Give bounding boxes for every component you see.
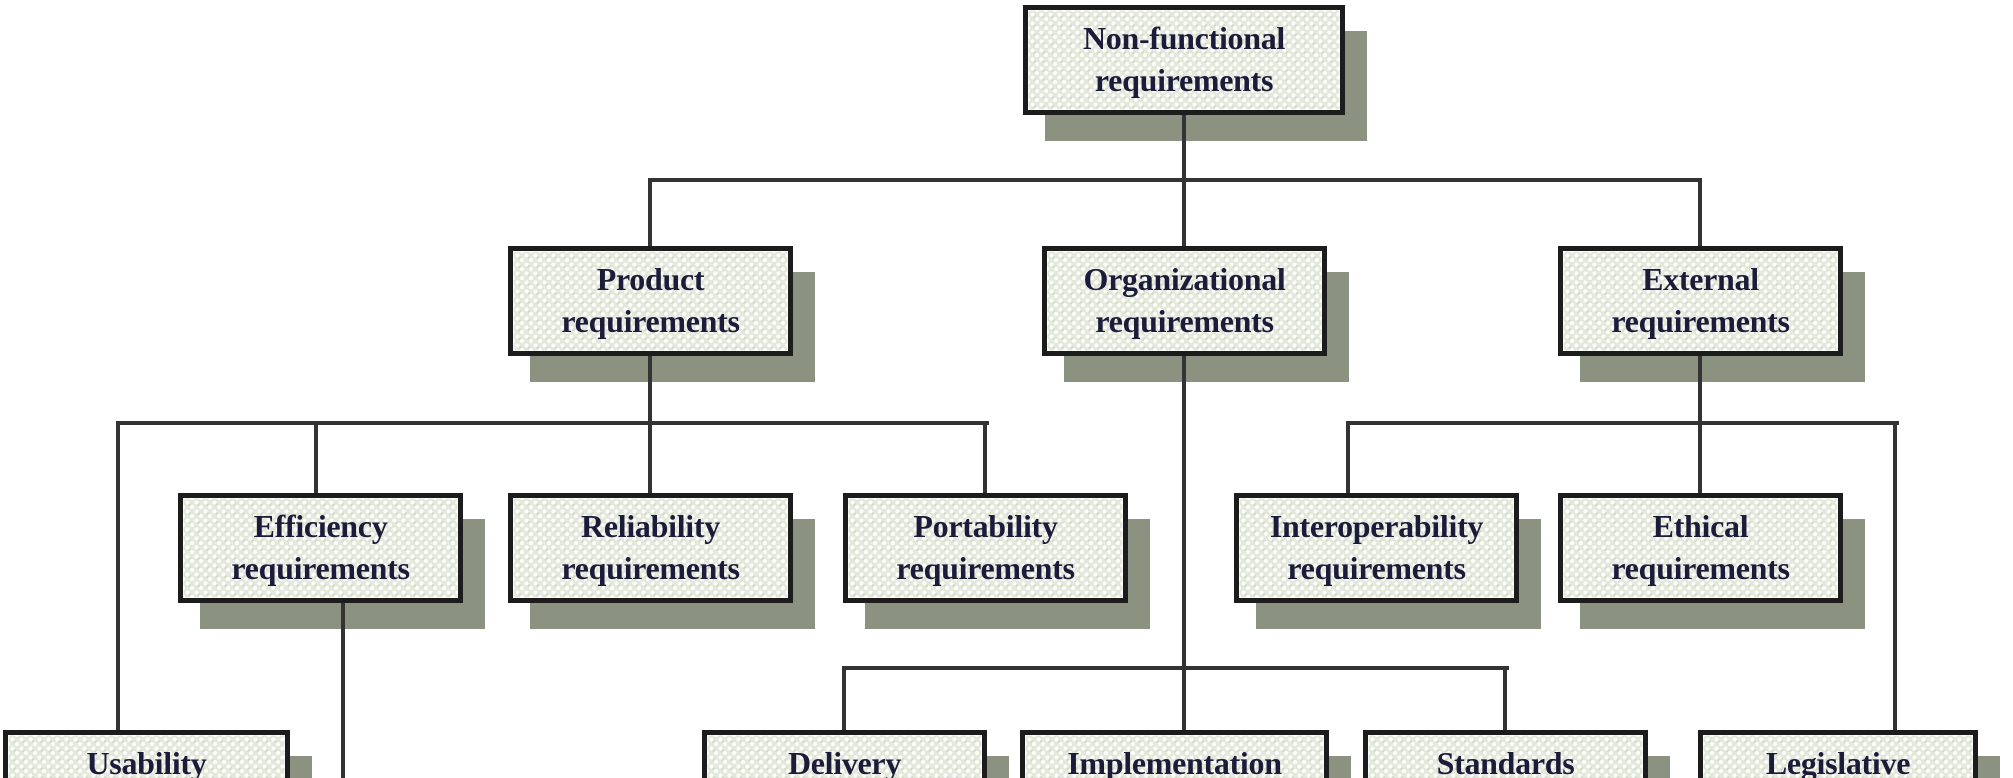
connector-drop-delivery — [842, 666, 846, 734]
node-label: Efficiency — [253, 508, 388, 544]
connector-drop-portability — [983, 421, 987, 497]
node-label: Ethical — [1652, 508, 1749, 544]
node-label: requirements — [231, 550, 410, 586]
connector-product-stem — [648, 356, 652, 425]
connector-drop-usability — [116, 421, 120, 732]
node-label: Legislative — [1765, 745, 1911, 778]
connector-root-stem — [1182, 115, 1186, 182]
connector-drop-reliability — [648, 421, 652, 497]
node-label: Reliability — [581, 508, 720, 544]
node-label: Standards — [1436, 745, 1575, 778]
node-organizational-requirements: Organizational requirements — [1042, 246, 1327, 356]
node-interoperability-requirements: Interoperability requirements — [1234, 493, 1519, 603]
connector-organizational-children-rail — [842, 666, 1509, 670]
node-non-functional-requirements: Non-functional requirements — [1023, 5, 1345, 115]
node-label: requirements — [561, 303, 740, 339]
node-label: Organizational — [1083, 261, 1286, 297]
node-product-requirements: Product requirements — [508, 246, 793, 356]
connector-drop-standards — [1503, 666, 1507, 734]
node-label: Non-functional — [1082, 20, 1286, 56]
node-label: requirements — [1095, 303, 1274, 339]
node-label: requirements — [1287, 550, 1466, 586]
connector-drop-legislative — [1893, 421, 1897, 732]
node-efficiency-requirements: Efficiency requirements — [178, 493, 463, 603]
connector-drop-organizational — [1182, 178, 1186, 250]
connector-product-children-rail — [116, 421, 989, 425]
node-ethical-requirements: Ethical requirements — [1558, 493, 1843, 603]
node-label: requirements — [1094, 62, 1274, 98]
node-reliability-requirements: Reliability requirements — [508, 493, 793, 603]
node-usability-requirements: Usability — [3, 730, 290, 778]
node-label: requirements — [896, 550, 1075, 586]
connector-external-stem — [1698, 356, 1702, 496]
node-legislative-requirements: Legislative — [1698, 730, 1978, 778]
node-external-requirements: External requirements — [1558, 246, 1843, 356]
connector-drop-efficiency — [314, 421, 318, 497]
node-label: Portability — [913, 508, 1058, 544]
node-label: Usability — [86, 745, 207, 778]
connector-efficiency-children-stem — [341, 600, 345, 778]
node-standards-requirements: Standards — [1363, 730, 1648, 778]
node-portability-requirements: Portability requirements — [843, 493, 1128, 603]
node-implementation-requirements: Implementation — [1020, 730, 1329, 778]
connector-drop-external — [1698, 178, 1702, 250]
node-label: External — [1642, 261, 1759, 297]
node-label: Delivery — [787, 745, 902, 778]
connector-drop-interoperability — [1346, 421, 1350, 497]
connector-drop-product — [648, 178, 652, 250]
connector-organizational-stem — [1182, 356, 1186, 734]
connector-external-children-rail — [1346, 421, 1899, 425]
node-label: Implementation — [1067, 745, 1282, 778]
node-label: requirements — [1611, 303, 1790, 339]
node-label: requirements — [1611, 550, 1790, 586]
node-delivery-requirements: Delivery — [702, 730, 987, 778]
node-label: requirements — [561, 550, 740, 586]
node-label: Product — [596, 261, 705, 297]
connector-level1-rail — [648, 178, 1702, 182]
node-label: Interoperability — [1269, 508, 1484, 544]
